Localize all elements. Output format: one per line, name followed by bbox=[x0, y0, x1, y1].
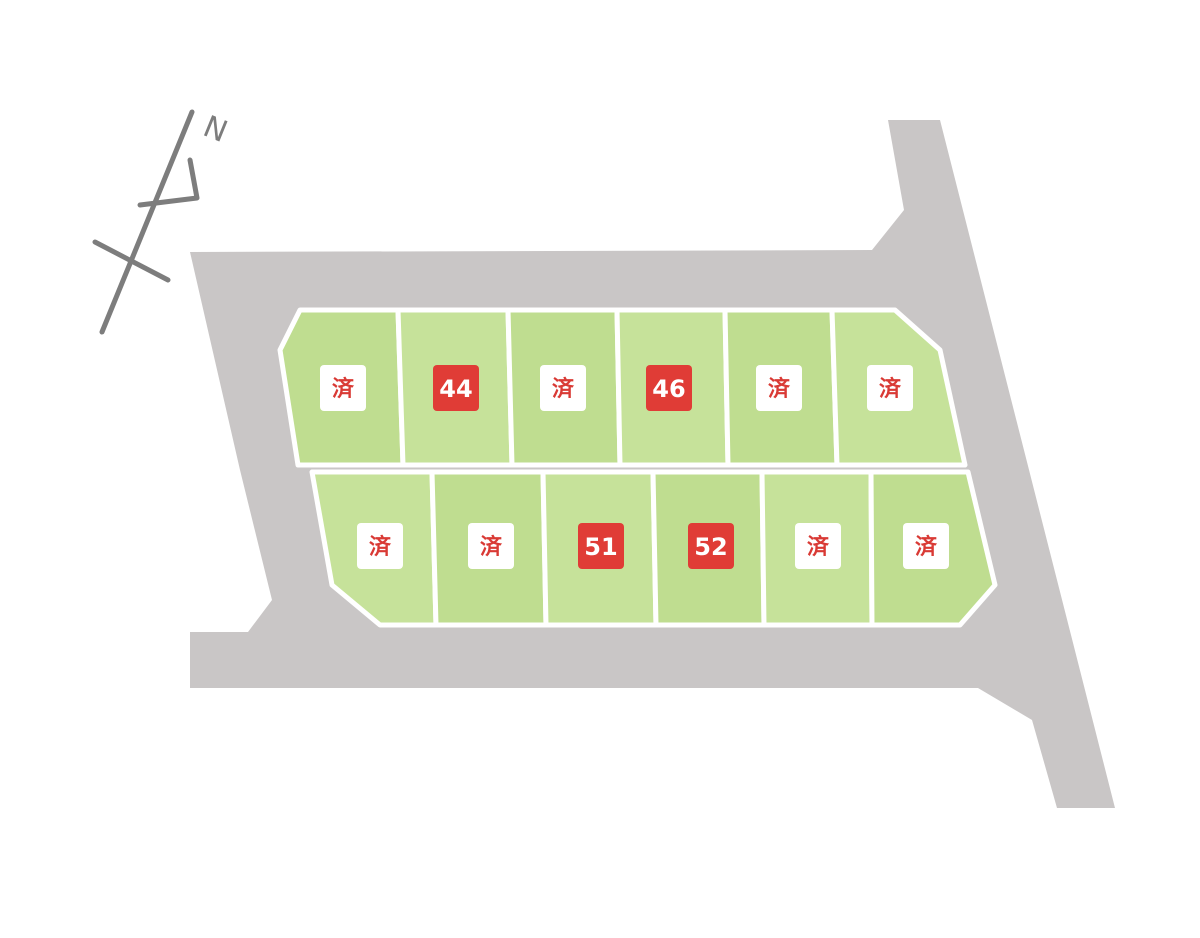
sold-badge bbox=[867, 365, 913, 411]
sold-badge bbox=[357, 523, 403, 569]
lot-label-text: 52 bbox=[694, 533, 727, 561]
north-arrow-icon bbox=[92, 109, 200, 335]
available-badge bbox=[433, 365, 479, 411]
lot-label-text: 46 bbox=[652, 375, 685, 403]
available-badge bbox=[646, 365, 692, 411]
north-arrow-crossbar bbox=[92, 239, 171, 283]
lot-label-11[interactable]: 済 bbox=[795, 523, 841, 569]
sold-badge bbox=[468, 523, 514, 569]
lot-label-9[interactable]: 51 bbox=[578, 523, 624, 569]
lot-label-7[interactable]: 済 bbox=[357, 523, 403, 569]
available-badge bbox=[688, 523, 734, 569]
sold-badge bbox=[903, 523, 949, 569]
lot-label-text: 44 bbox=[439, 375, 472, 403]
lot-label-text: 済 bbox=[879, 376, 902, 402]
lot-label-5[interactable]: 済 bbox=[756, 365, 802, 411]
sold-badge bbox=[795, 523, 841, 569]
lot-label-2[interactable]: 44 bbox=[433, 365, 479, 411]
lot-label-text: 51 bbox=[584, 533, 617, 561]
lot-label-text: 済 bbox=[332, 376, 355, 402]
lot-label-3[interactable]: 済 bbox=[540, 365, 586, 411]
sold-badge bbox=[320, 365, 366, 411]
lot-label-6[interactable]: 済 bbox=[867, 365, 913, 411]
lot-label-text: 済 bbox=[480, 534, 503, 560]
lot-label-4[interactable]: 46 bbox=[646, 365, 692, 411]
lot-label-text: 済 bbox=[807, 534, 830, 560]
lot-label-12[interactable]: 済 bbox=[903, 523, 949, 569]
lot-label-text: 済 bbox=[768, 376, 791, 402]
lot-label-8[interactable]: 済 bbox=[468, 523, 514, 569]
north-label: N bbox=[198, 109, 232, 150]
available-badge bbox=[578, 523, 624, 569]
lot-label-1[interactable]: 済 bbox=[320, 365, 366, 411]
lots-layer bbox=[277, 307, 998, 628]
lot-label-text: 済 bbox=[552, 376, 575, 402]
north-arrow-head bbox=[137, 157, 200, 208]
north-arrow-shaft bbox=[99, 109, 195, 335]
lot-label-text: 済 bbox=[369, 534, 392, 560]
lot-label-text: 済 bbox=[915, 534, 938, 560]
sold-badge bbox=[756, 365, 802, 411]
sold-badge bbox=[540, 365, 586, 411]
lot-label-10[interactable]: 52 bbox=[688, 523, 734, 569]
